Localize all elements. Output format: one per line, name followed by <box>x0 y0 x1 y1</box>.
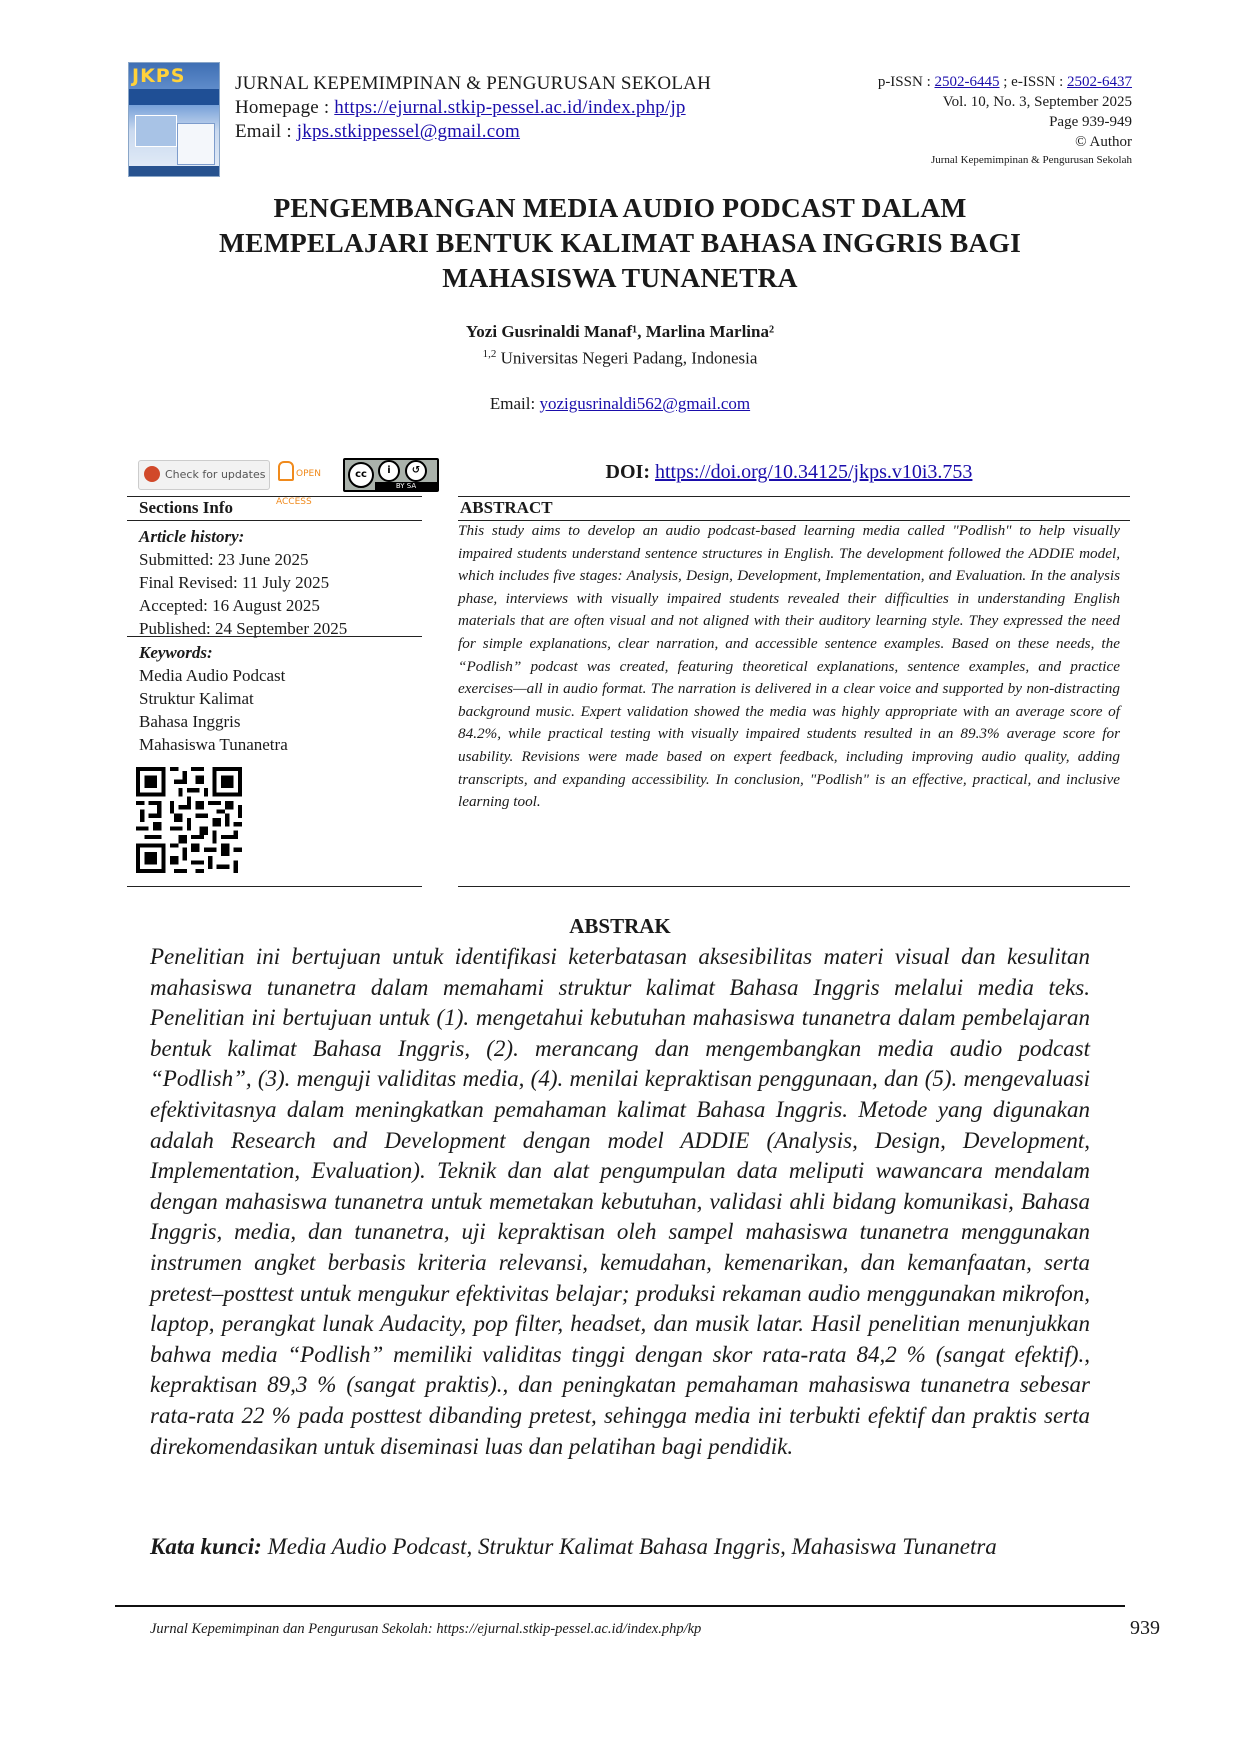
article-title: PENGEMBANGAN MEDIA AUDIO PODCAST DALAM M… <box>120 190 1120 295</box>
article-history: Article history: Submitted: 23 June 2025… <box>139 525 347 640</box>
keyword-item: Mahasiswa Tunanetra <box>139 735 288 754</box>
by-icon: i <box>378 460 400 482</box>
author-email: Email: yozigusrinaldi562@gmail.com <box>489 394 751 413</box>
journal-info: JURNAL KEPEMIMPINAN & PENGURUSAN SEKOLAH… <box>235 72 711 144</box>
volume-line: Vol. 10, No. 3, September 2025 <box>942 94 1132 110</box>
check-for-updates-badge[interactable]: Check for updates <box>138 460 270 490</box>
eissn-link[interactable]: 2502-6437 <box>1067 74 1132 90</box>
divider <box>458 496 1130 498</box>
journal-cover-image: JKPS <box>128 62 220 177</box>
journal-name: JURNAL KEPEMIMPINAN & PENGURUSAN SEKOLAH <box>235 73 711 94</box>
issn-line: p-ISSN : 2502-6445 ; e-ISSN : 2502-6437 <box>877 74 1132 90</box>
open-lock-icon <box>278 461 294 481</box>
keywords-list: Keywords: Media Audio Podcast Struktur K… <box>139 641 288 756</box>
keyword-item: Media Audio Podcast <box>139 666 286 685</box>
cc-label: BY SA <box>375 482 437 490</box>
author-email-link[interactable]: yozigusrinaldi562@gmail.com <box>539 394 751 413</box>
keywords-label: Keywords: <box>139 643 213 662</box>
affiliation: 1,2 Universitas Negeri Padang, Indonesia <box>482 348 758 368</box>
divider <box>458 520 1130 522</box>
abstract-heading: ABSTRACT <box>460 498 553 517</box>
abstrak-heading: ABSTRAK <box>569 914 671 938</box>
sa-icon: ↺ <box>405 460 427 482</box>
badges-row: Check for updates OPEN ACCESS cc i ↺ BY … <box>138 458 440 507</box>
sections-info-heading: Sections Info <box>139 498 233 517</box>
abstract-text: This study aims to develop an audio podc… <box>458 522 1120 811</box>
history-label: Article history: <box>139 527 245 546</box>
authors: Yozi Gusrinaldi Manaf¹, Marlina Marlina² <box>465 322 775 341</box>
divider <box>458 886 1130 888</box>
keyword-item: Bahasa Inggris <box>139 712 241 731</box>
divider <box>127 520 422 522</box>
title-line: MEMPELAJARI BENTUK KALIMAT BAHASA INGGRI… <box>219 227 1021 258</box>
qr-code[interactable] <box>136 767 242 873</box>
pissn-link[interactable]: 2502-6445 <box>934 74 1000 90</box>
divider <box>127 886 422 888</box>
history-item: Submitted: 23 June 2025 <box>139 550 309 569</box>
pages-line: Page 939-949 <box>1049 114 1132 130</box>
title-line: PENGEMBANGAN MEDIA AUDIO PODCAST DALAM <box>273 192 967 223</box>
doi-link[interactable]: https://doi.org/10.34125/jkps.v10i3.753 <box>655 461 973 483</box>
homepage-link[interactable]: https://ejurnal.stkip-pessel.ac.id/index… <box>334 97 686 118</box>
homepage-line: Homepage : https://ejurnal.stkip-pessel.… <box>235 97 686 118</box>
kata-kunci: Kata kunci: Media Audio Podcast, Struktu… <box>150 1534 997 1559</box>
abstrak-text: Penelitian ini bertujuan untuk identifik… <box>150 944 1090 1459</box>
cc-by-sa-badge[interactable]: cc i ↺ BY SA <box>343 458 439 492</box>
divider <box>127 496 422 498</box>
doi-line: DOI: https://doi.org/10.34125/jkps.v10i3… <box>605 461 973 483</box>
copyright-line: © Author <box>1075 134 1132 150</box>
history-item: Accepted: 16 August 2025 <box>139 596 320 615</box>
footer-text: Jurnal Kepemimpinan dan Pengurusan Sekol… <box>150 1621 702 1637</box>
check-updates-icon <box>144 466 160 482</box>
page-number: 939 <box>1130 1617 1160 1639</box>
journal-email-link[interactable]: jkps.stkippessel@gmail.com <box>296 121 521 142</box>
history-item: Final Revised: 11 July 2025 <box>139 573 330 592</box>
open-access-badge: OPEN ACCESS <box>276 460 336 507</box>
email-line: Email : jkps.stkippessel@gmail.com <box>235 121 521 142</box>
history-item: Published: 24 September 2025 <box>139 619 348 638</box>
title-line: MAHASISWA TUNANETRA <box>442 262 798 293</box>
cover-logo-text: JKPS <box>132 65 186 87</box>
footer-divider <box>115 1605 1125 1607</box>
journal-small-name: Jurnal Kepemimpinan & Pengurusan Sekolah <box>930 154 1132 166</box>
keyword-item: Struktur Kalimat <box>139 689 254 708</box>
divider <box>127 636 422 638</box>
cc-icon: cc <box>348 462 374 488</box>
issue-meta: p-ISSN : 2502-6445 ; e-ISSN : 2502-6437 … <box>878 72 1132 168</box>
